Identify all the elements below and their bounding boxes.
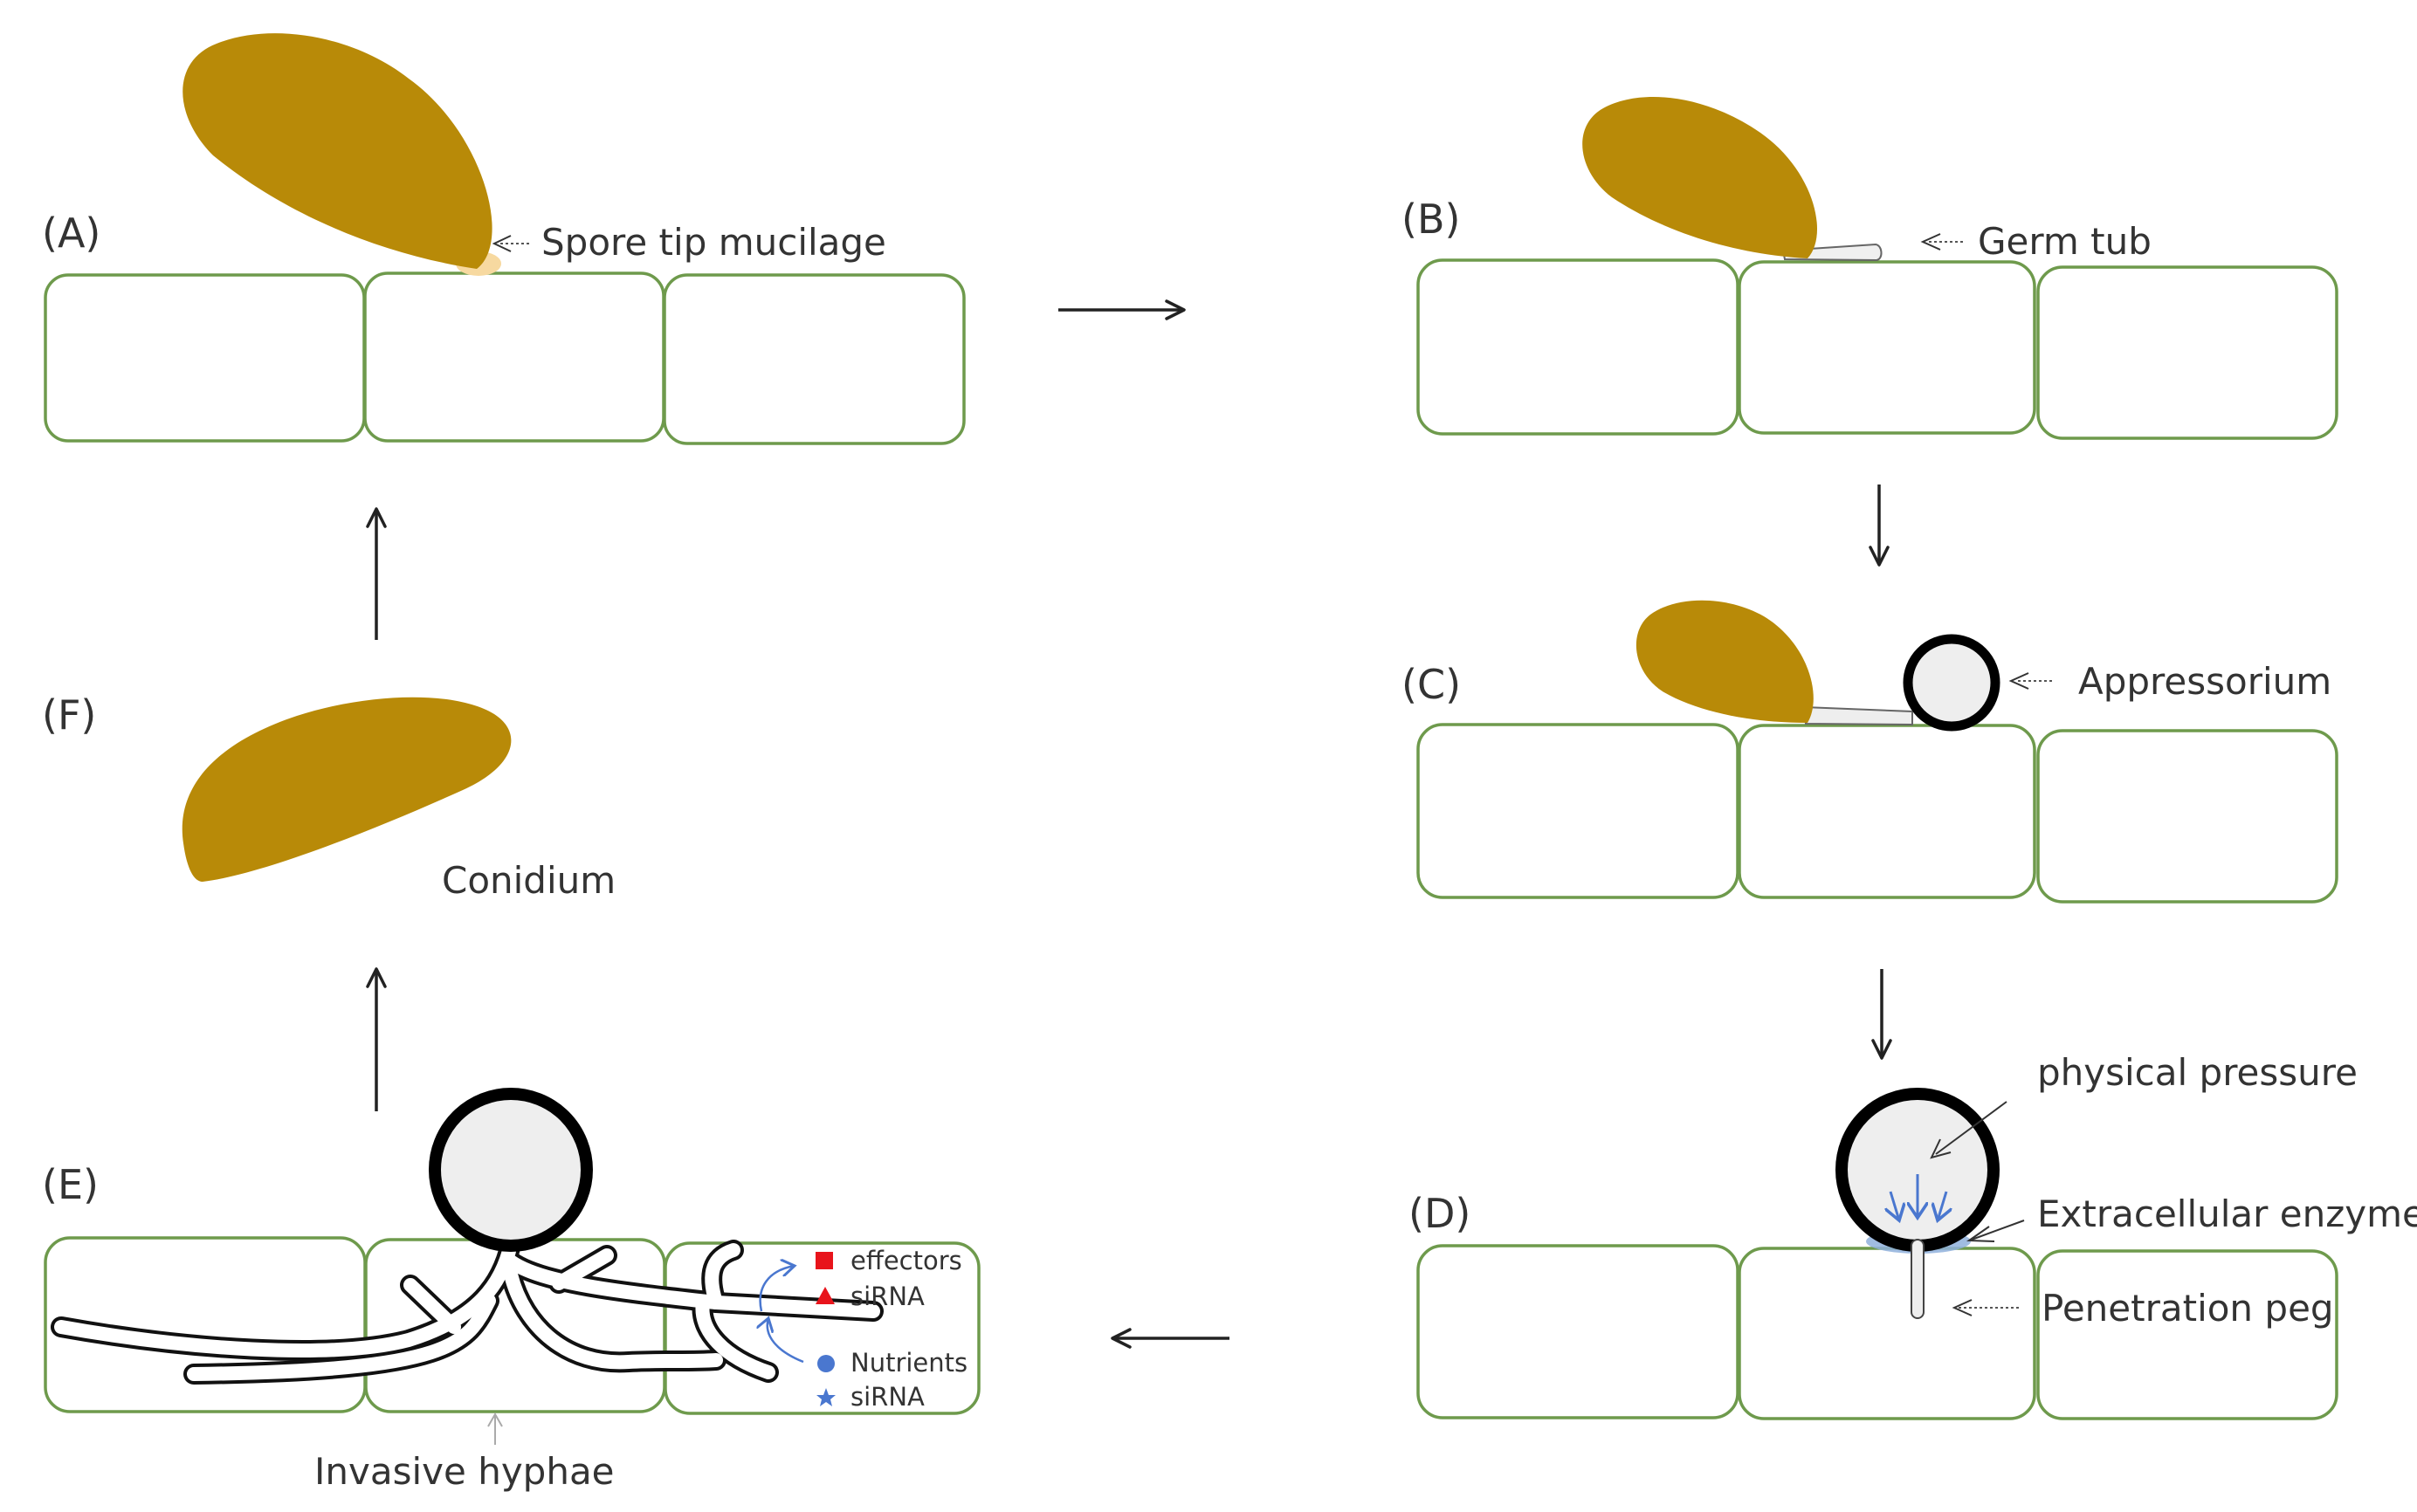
fungal-sirna-label: siRNA	[850, 1282, 925, 1311]
host-cell	[1738, 260, 2036, 435]
host-cell	[2036, 1249, 2338, 1420]
effector-secretion-arrow	[759, 1266, 795, 1312]
stage-a-host-cells	[44, 271, 966, 445]
host-cell	[663, 273, 966, 445]
germ-tub-label: Germ tub	[1978, 220, 2152, 263]
host-cell	[1738, 724, 2036, 899]
stage-d: (D) physical pressure Extracellular enzy…	[1408, 1051, 2417, 1420]
nutrients-label: Nutrients	[850, 1348, 967, 1378]
spore	[1582, 97, 1818, 258]
appressorium-pointer	[2008, 672, 2052, 690]
blue-star-icon	[816, 1388, 836, 1406]
host-sirna-label: siRNA	[850, 1382, 925, 1412]
blue-circle-icon	[817, 1355, 835, 1372]
arrow-e-to-f	[366, 967, 387, 1111]
arrow-a-to-b	[1058, 299, 1186, 320]
enzyme-arrow	[1890, 1191, 1899, 1220]
stage-d-host-cells	[1416, 1244, 2338, 1420]
stage-b: (B) Germ tub	[1401, 97, 2338, 440]
germ-tub-pointer	[1920, 233, 1963, 251]
spore-tip-mucilage-label: Spore tip mucilage	[541, 221, 886, 264]
physical-pressure-label: physical pressure	[2037, 1051, 2358, 1094]
enzyme-arrow	[1938, 1191, 1946, 1220]
stage-b-label: (B)	[1401, 196, 1460, 243]
stage-c-host-cells	[1416, 723, 2338, 904]
arrow-f-to-a	[366, 507, 387, 640]
conidium-label: Conidium	[442, 859, 616, 902]
stage-f: (F) Conidium	[42, 691, 616, 902]
appressorium	[1835, 1088, 2000, 1252]
stage-d-label: (D)	[1408, 1190, 1470, 1237]
stage-a-label: (A)	[42, 210, 100, 257]
host-cell	[1738, 1247, 2036, 1420]
red-triangle-icon	[816, 1287, 835, 1304]
appressorium-label: Appressorium	[2078, 660, 2331, 703]
spore-tip-mucilage-pointer	[492, 235, 529, 252]
arrow-c-to-d	[1871, 969, 1892, 1060]
stage-a: (A) Spore tip mucilage	[42, 33, 966, 445]
extracellular-enzymes-label: Extracellular enzymes	[2037, 1192, 2417, 1235]
host-cell	[363, 271, 665, 443]
host-cell	[44, 273, 366, 443]
arrow-d-to-e	[1111, 1328, 1229, 1349]
host-cell	[2036, 729, 2338, 904]
host-cell	[2036, 265, 2338, 440]
appressorium	[1903, 634, 2000, 732]
spore	[182, 33, 492, 269]
penetration-peg	[1911, 1239, 1925, 1319]
stage-f-label: (F)	[42, 691, 96, 739]
enzyme-secretion-arrows	[1890, 1174, 1946, 1220]
arrow-b-to-c	[1869, 485, 1890, 567]
appressorium	[429, 1088, 593, 1252]
host-cell	[1416, 1244, 1739, 1419]
germ-tube	[1802, 705, 1913, 726]
effectors-label: effectors	[850, 1246, 962, 1275]
invasive-hyphae-label: Invasive hyphae	[314, 1450, 615, 1493]
extracellular-enzymes-pointer	[1966, 1220, 2025, 1242]
stage-e-label: (E)	[42, 1161, 99, 1208]
spore	[1635, 600, 1814, 723]
invasive-hyphae-lumen	[54, 1237, 880, 1381]
penetration-peg-pointer	[1952, 1299, 2019, 1316]
stage-c: (C) Appressorium	[1401, 600, 2338, 904]
conidium	[182, 697, 512, 882]
penetration-peg-label: Penetration peg	[2042, 1287, 2334, 1330]
stage-b-host-cells	[1416, 258, 2338, 440]
stage-c-label: (C)	[1401, 661, 1461, 708]
host-cell	[1416, 258, 1739, 436]
physical-pressure-pointer	[1930, 1101, 2007, 1159]
red-square-icon	[816, 1252, 833, 1269]
nutrient-uptake-arrow	[768, 1318, 804, 1364]
stage-e: (E) effectors	[42, 1088, 981, 1493]
host-cell	[1416, 723, 1739, 899]
invasive-hyphae-pointer	[487, 1412, 503, 1445]
